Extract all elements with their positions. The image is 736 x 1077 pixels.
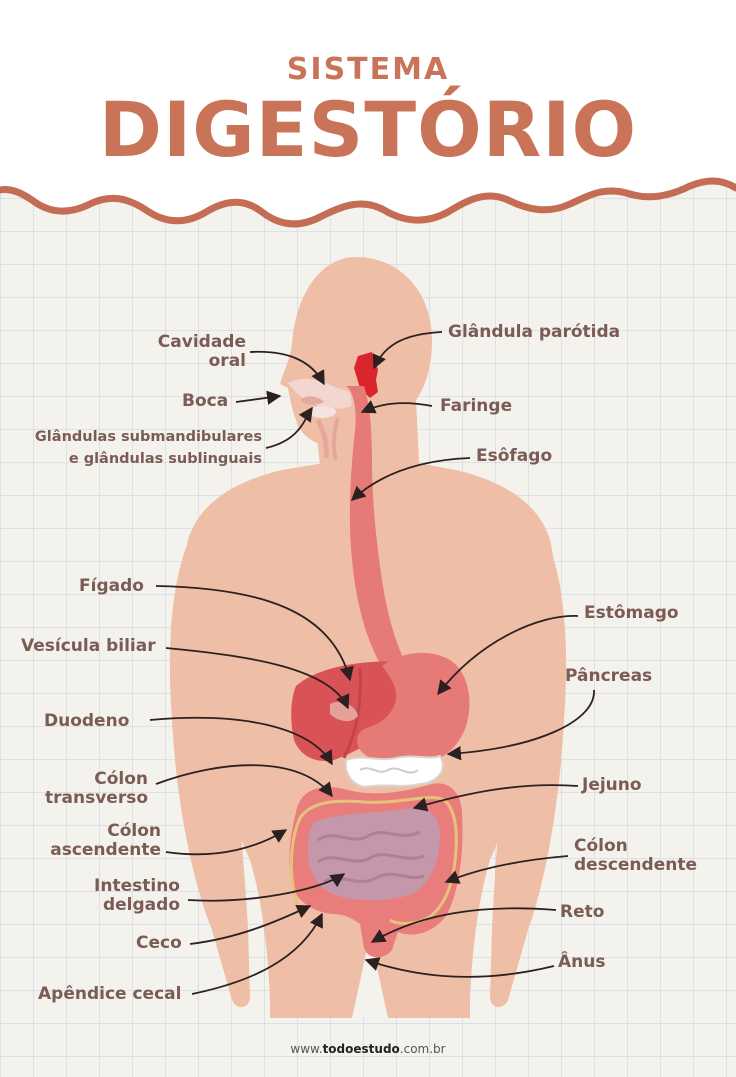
label-glandula-parotida: Glândula parótida bbox=[448, 322, 621, 342]
header-background bbox=[0, 0, 736, 224]
small-intestine bbox=[308, 807, 441, 901]
pharynx-esophagus bbox=[346, 386, 410, 680]
label-intestino-delgado-line2: delgado bbox=[102, 895, 180, 915]
arrows bbox=[149, 331, 595, 995]
label-colon-ascendente-line1: Cólon bbox=[107, 821, 161, 841]
label-figado: Fígado bbox=[79, 576, 144, 596]
label-faringe: Faringe bbox=[440, 396, 513, 416]
wavy-divider bbox=[0, 177, 736, 228]
label-reto: Reto bbox=[560, 902, 605, 922]
label-cavidade-oral-line1: Cavidade bbox=[157, 332, 246, 352]
pancreas bbox=[344, 754, 444, 788]
title-digestorio: DIGESTÓRIO bbox=[98, 85, 638, 174]
label-cavidade-oral-line2: oral bbox=[208, 351, 246, 371]
label-cavidade-oral: Cavidade oral bbox=[158, 333, 246, 371]
label-pancreas: Pâncreas bbox=[565, 666, 653, 686]
title-sistema: SISTEMA bbox=[286, 52, 450, 87]
footer-brand: todoestudo bbox=[322, 1042, 400, 1056]
mouth-region bbox=[288, 378, 352, 461]
label-vesicula-biliar: Vesícula biliar bbox=[21, 636, 156, 656]
label-apendice-cecal: Apêndice cecal bbox=[38, 984, 182, 1004]
label-estomago: Estômago bbox=[584, 603, 679, 623]
label-glandulas-submandibulares: Glândulas submandibulares e glândulas su… bbox=[35, 426, 262, 470]
label-colon-ascendente: Cólon ascendente bbox=[50, 822, 161, 860]
label-colon-transverso-line1: Cólon bbox=[94, 769, 148, 789]
label-colon-descendente: Cólon descendente bbox=[574, 837, 697, 875]
label-glandulas-line2: e glândulas sublinguais bbox=[68, 451, 262, 467]
footer-url[interactable]: www.todoestudo.com.br bbox=[0, 1042, 736, 1056]
label-ceco: Ceco bbox=[136, 933, 182, 953]
label-boca: Boca bbox=[182, 391, 229, 411]
label-colon-transverso: Cólon transverso bbox=[45, 770, 148, 808]
label-duodeno: Duodeno bbox=[44, 711, 130, 731]
colon-band bbox=[290, 796, 458, 925]
label-anus: Ânus bbox=[558, 952, 606, 972]
label-esofago: Esôfago bbox=[476, 446, 553, 466]
label-colon-descendente-line2: descendente bbox=[574, 855, 697, 875]
label-glandulas-line1: Glândulas submandibulares bbox=[34, 429, 262, 445]
label-jejuno: Jejuno bbox=[582, 775, 642, 795]
label-intestino-delgado: Intestino delgado bbox=[94, 877, 180, 915]
label-colon-descendente-line1: Cólon bbox=[574, 836, 628, 856]
label-intestino-delgado-line1: Intestino bbox=[94, 876, 180, 896]
label-colon-ascendente-line2: ascendente bbox=[50, 840, 161, 860]
label-colon-transverso-line2: transverso bbox=[45, 788, 148, 808]
footer-prefix: www. bbox=[290, 1042, 323, 1056]
footer-suffix: .com.br bbox=[399, 1042, 446, 1056]
